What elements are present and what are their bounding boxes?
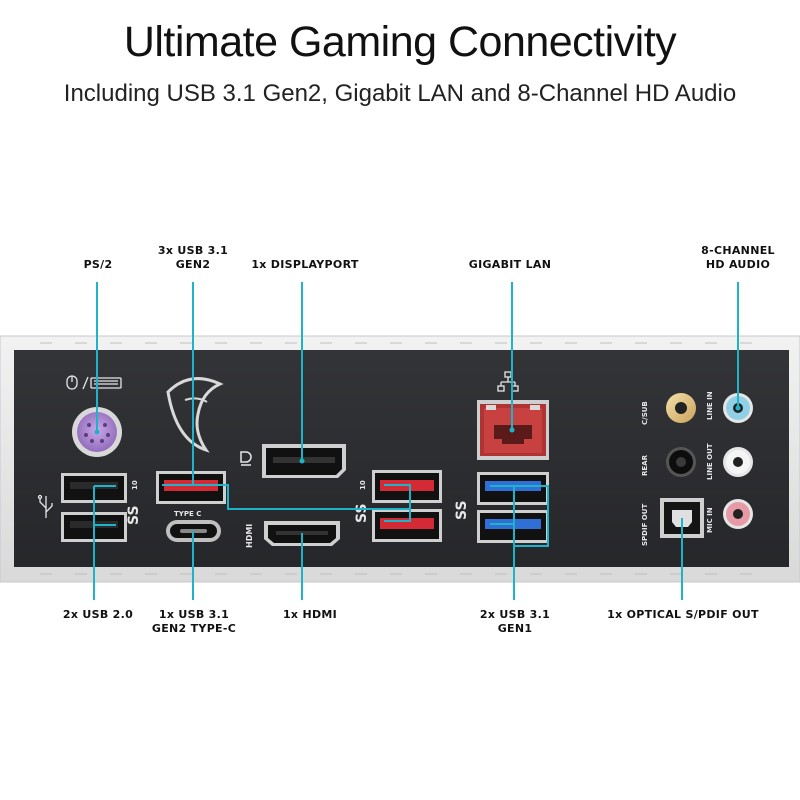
label-audio-line2: HD AUDIO bbox=[705, 258, 771, 271]
label-usb31-gen1: 2x USB 3.1 GEN1 bbox=[465, 608, 565, 636]
label-displayport: 1x DISPLAYPORT bbox=[251, 258, 359, 271]
label-hdmi: 1x HDMI bbox=[282, 608, 338, 621]
svg-text:SS: SS bbox=[354, 503, 370, 523]
label-audio: 8-CHANNEL HD AUDIO bbox=[688, 244, 788, 272]
hdmi-panel-text: HDMI bbox=[245, 524, 254, 548]
label-audio-line1: 8-CHANNEL bbox=[701, 244, 775, 257]
label-typec-line1: 1x USB 3.1 bbox=[158, 608, 230, 621]
mic-in-text: MIC IN bbox=[706, 507, 714, 533]
label-ps2: PS/2 bbox=[83, 258, 113, 271]
displayport-icon bbox=[240, 451, 252, 466]
line-in-text: LINE IN bbox=[706, 391, 714, 420]
label-usb31-gen2: 3x USB 3.1 GEN2 bbox=[148, 244, 238, 272]
label-usb31-gen2-line1: 3x USB 3.1 bbox=[157, 244, 229, 257]
label-typec: 1x USB 3.1 GEN2 TYPE-C bbox=[138, 608, 250, 636]
superspeed-icon: SS bbox=[454, 500, 470, 520]
rog-logo-icon bbox=[166, 377, 224, 453]
ss10-label-mid: 10 bbox=[359, 480, 367, 490]
type-c-text: TYPE C bbox=[174, 510, 201, 518]
superspeed-10-icon: SS 10 bbox=[126, 480, 142, 525]
callout-lines bbox=[93, 282, 739, 600]
label-usb31-gen2-line2: GEN2 bbox=[175, 258, 211, 271]
rear-text: REAR bbox=[641, 454, 649, 476]
audio-jack-mic-in bbox=[723, 499, 753, 529]
c-sub-text: C/SUB bbox=[641, 401, 649, 425]
usb-trident-icon bbox=[37, 494, 53, 518]
label-gigabit-lan: GIGABIT LAN bbox=[468, 258, 552, 271]
page-title: Ultimate Gaming Connectivity bbox=[123, 18, 677, 66]
usb31-gen2-ports-pair bbox=[372, 470, 442, 542]
label-usb31-gen1-line2: GEN1 bbox=[497, 622, 533, 635]
spdif-out-text: SPDIF OUT bbox=[641, 504, 649, 546]
label-spdif: 1x OPTICAL S/PDIF OUT bbox=[607, 608, 759, 621]
audio-jack-rear bbox=[666, 447, 696, 477]
svg-text:SS: SS bbox=[126, 505, 142, 525]
page-subtitle: Including USB 3.1 Gen2, Gigabit LAN and … bbox=[63, 80, 737, 107]
callout-dots bbox=[94, 405, 741, 464]
ss10-label-left: 10 bbox=[131, 480, 139, 490]
audio-jack-csub bbox=[666, 393, 696, 423]
usb31-gen2-port-left bbox=[156, 471, 226, 504]
audio-jack-line-out bbox=[723, 447, 753, 477]
label-typec-line2: GEN2 TYPE-C bbox=[151, 622, 237, 635]
line-out-text: LINE OUT bbox=[706, 443, 714, 480]
label-usb31-gen1-line1: 2x USB 3.1 bbox=[479, 608, 551, 621]
label-usb20: 2x USB 2.0 bbox=[62, 608, 134, 621]
